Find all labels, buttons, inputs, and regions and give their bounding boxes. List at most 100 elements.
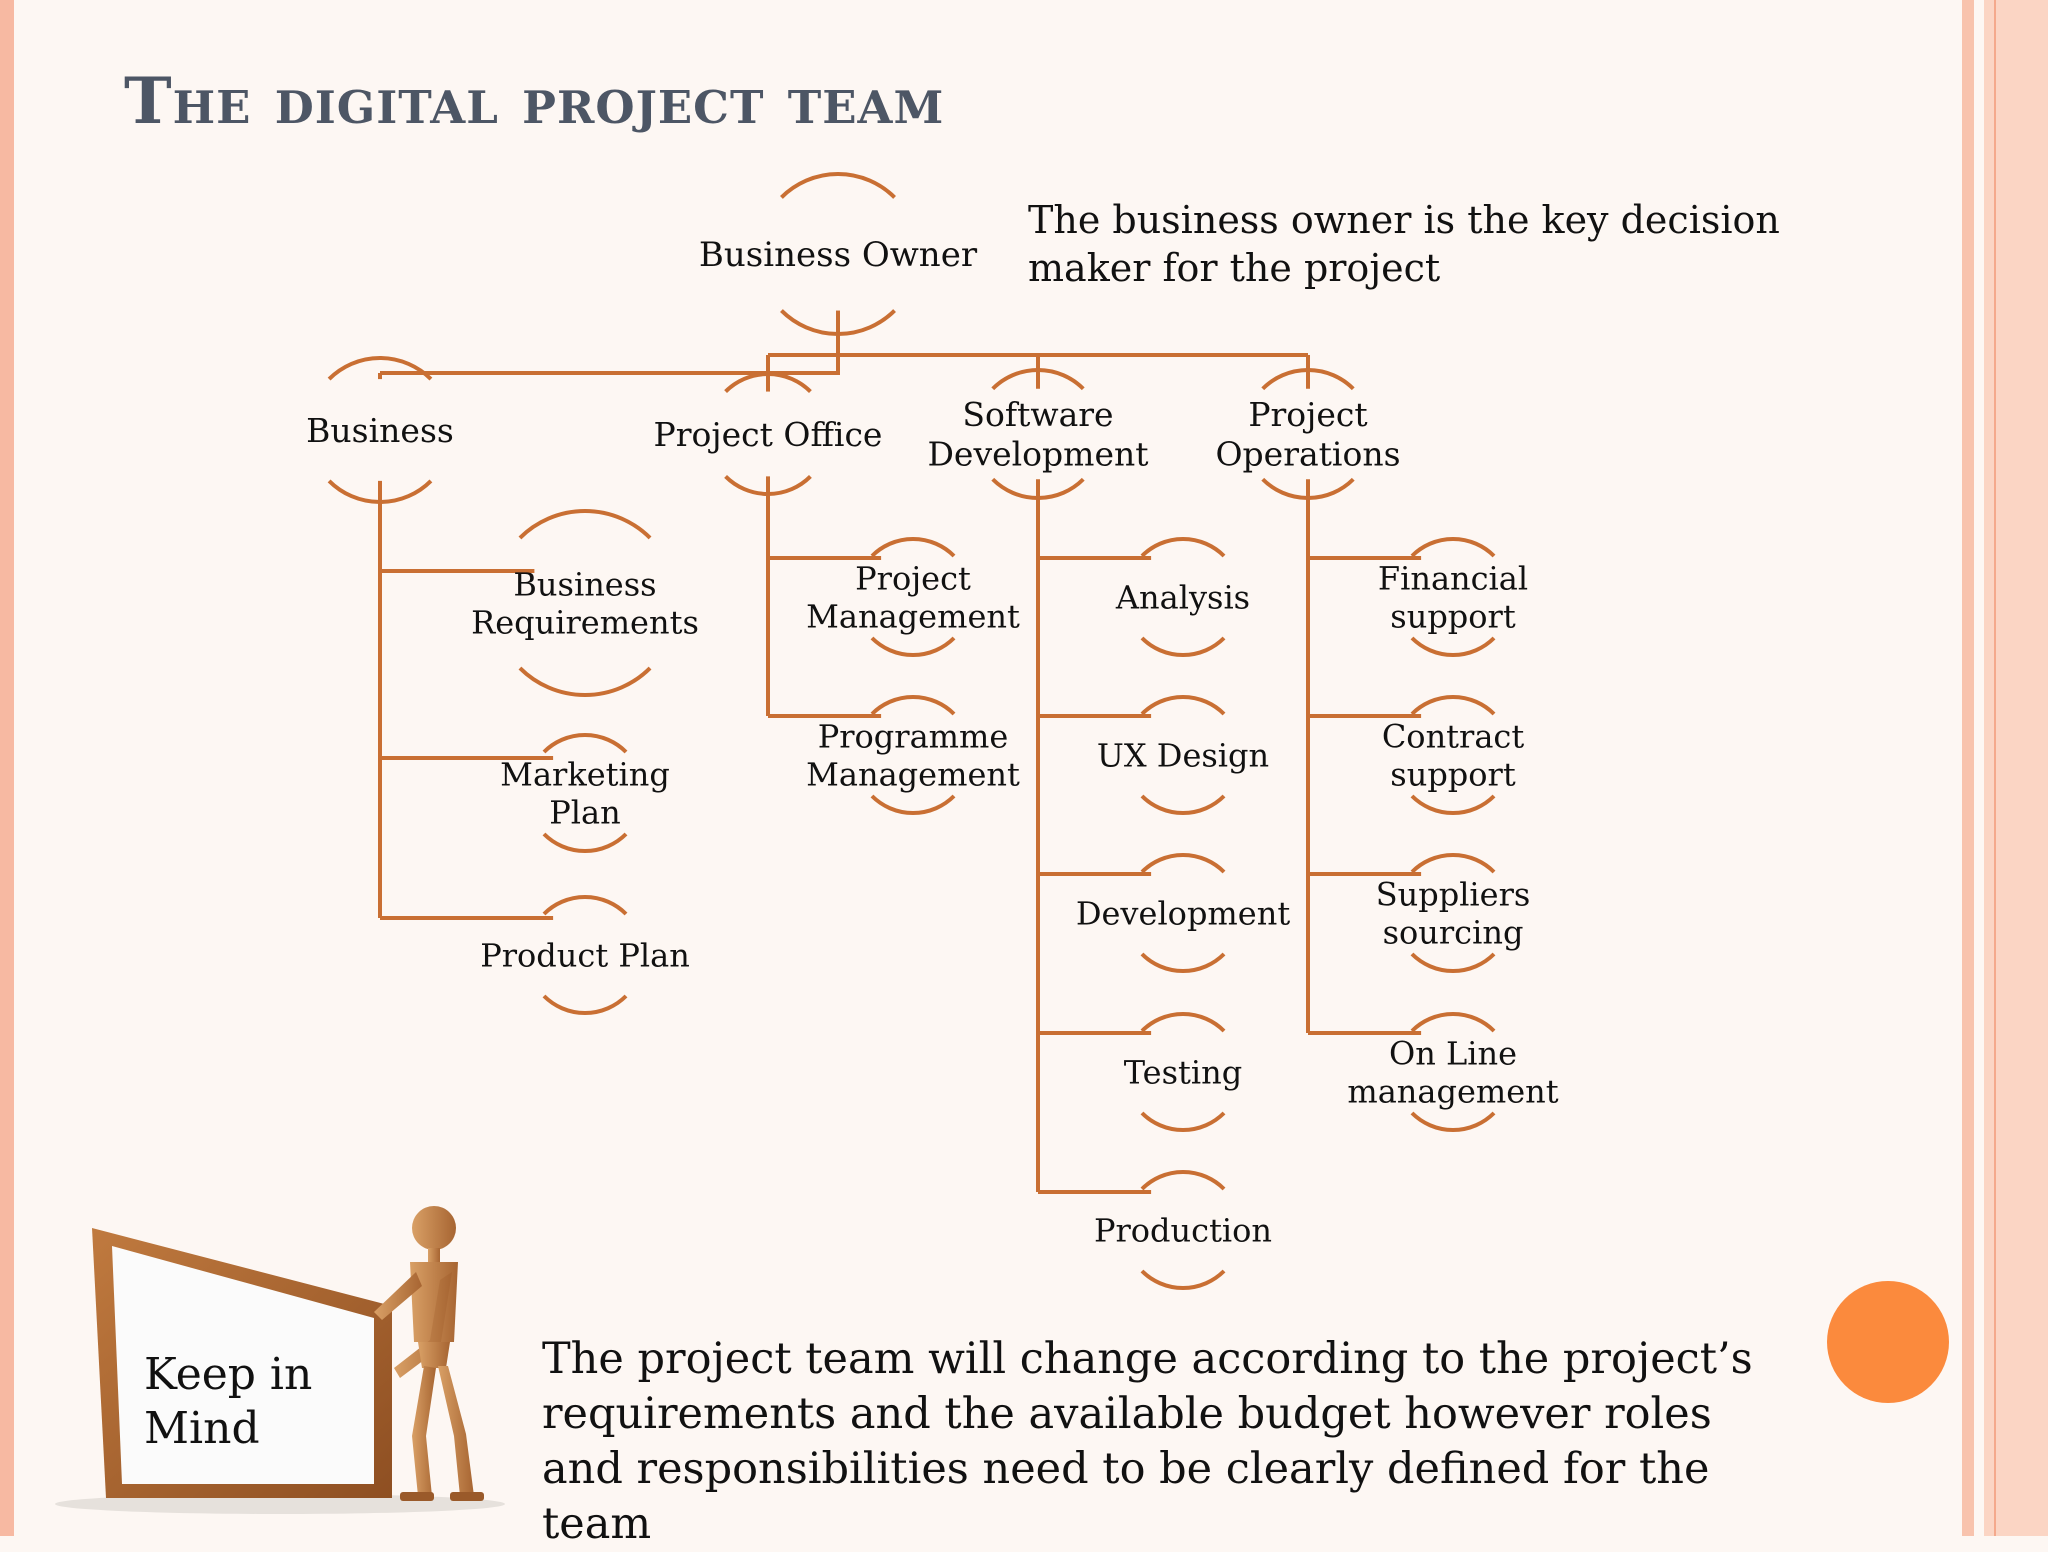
node-label: Financial: [1378, 559, 1528, 597]
node-arc-bottom: [1261, 477, 1355, 500]
node-label: support: [1390, 598, 1516, 636]
node-arc-top: [780, 172, 896, 199]
node-arc-bottom: [870, 636, 956, 657]
node-arc-top: [1140, 1012, 1226, 1033]
node-arc-top: [1140, 853, 1226, 874]
node-arc-bottom: [1140, 1269, 1226, 1290]
node-arc-bottom: [1140, 794, 1226, 815]
node-arc-top: [542, 733, 628, 754]
node-label: Project: [855, 559, 971, 597]
node-business: Business: [306, 356, 454, 504]
node-label: Project Office: [654, 415, 883, 454]
node-label: Development: [927, 435, 1148, 474]
node-label: On Line: [1389, 1034, 1517, 1072]
node-label: Analysis: [1115, 579, 1250, 617]
node-arc-bottom: [1140, 952, 1226, 973]
node-arc-top: [870, 537, 956, 558]
node-arc-bottom: [518, 666, 652, 697]
node-arc-top: [1410, 1012, 1496, 1033]
right-border-stripe: [1962, 0, 1974, 1536]
keep-note-text: Keep in Mind: [144, 1349, 313, 1454]
node-testing: Testing: [1124, 1012, 1242, 1132]
slide-title: The digital project team: [124, 64, 945, 139]
node-label: Operations: [1215, 435, 1400, 474]
node-production: Production: [1094, 1170, 1272, 1290]
node-arc-top: [1410, 853, 1496, 874]
node-arc-top: [1140, 695, 1226, 716]
node-label: sourcing: [1383, 914, 1524, 952]
node-product-plan: Product Plan: [480, 895, 690, 1015]
node-label: management: [1347, 1073, 1558, 1111]
node-label: Programme: [818, 717, 1009, 755]
node-label: Software: [962, 395, 1113, 434]
node-arc-bottom: [724, 475, 812, 496]
node-label: Development: [1076, 895, 1290, 933]
node-label: Management: [806, 598, 1020, 636]
right-border-line: [1994, 0, 1996, 1536]
node-label: Contract: [1382, 717, 1525, 755]
node-label: Marketing: [500, 755, 670, 793]
node-arc-bottom: [1140, 636, 1226, 657]
node-arc-top: [327, 356, 433, 381]
node-arc-bottom: [1410, 1111, 1496, 1132]
node-arc-bottom: [1410, 952, 1496, 973]
node-arc-top: [1140, 1170, 1226, 1191]
node-arc-top: [724, 372, 812, 393]
node-arc-top: [1410, 695, 1496, 716]
node-arc-top: [1140, 537, 1226, 558]
connector-bus-lower: [380, 355, 840, 375]
node-arc-bottom: [870, 794, 956, 815]
node-arc-top: [870, 695, 956, 716]
node-label: Business: [513, 565, 656, 603]
whiteboard-mannequin-illustration: [55, 1206, 505, 1514]
node-label: support: [1390, 756, 1516, 794]
node-arc-bottom: [327, 479, 433, 504]
node-arc-bottom: [1410, 636, 1496, 657]
node-arc-bottom: [542, 994, 628, 1015]
node-label: UX Design: [1097, 737, 1269, 775]
node-label: Project: [1248, 395, 1367, 434]
node-label: Product Plan: [480, 937, 690, 975]
connector-lines: [378, 310, 1422, 1194]
node-arc-bottom: [991, 477, 1085, 500]
node-label: Requirements: [471, 604, 699, 642]
node-arc-bottom: [1140, 1111, 1226, 1132]
node-label: Management: [806, 756, 1020, 794]
node-arc-top: [1261, 368, 1355, 391]
node-arc-bottom: [542, 832, 628, 853]
orange-circle-decoration: [1827, 1281, 1949, 1403]
footer-text: The project team will change according t…: [542, 1334, 1753, 1549]
node-ux-design: UX Design: [1097, 695, 1269, 815]
node-arc-top: [991, 368, 1085, 391]
node-arc-bottom: [780, 309, 896, 336]
keep-in-mind-note: Keep in Mind: [144, 1348, 334, 1456]
node-label: Plan: [549, 794, 620, 832]
node-project-office: Project Office: [654, 372, 883, 496]
node-arc-bottom: [1410, 794, 1496, 815]
node-label: Business: [306, 411, 454, 450]
node-label: Business Owner: [699, 235, 978, 275]
chart-nodes: Business OwnerBusinessBusinessRequiremen…: [306, 172, 1559, 1290]
left-border-stripe: [0, 0, 14, 1536]
node-arc-top: [1410, 537, 1496, 558]
node-label: Testing: [1124, 1054, 1242, 1092]
node-arc-top: [542, 895, 628, 916]
node-label: Production: [1094, 1212, 1272, 1250]
node-development: Development: [1076, 853, 1290, 973]
owner-note: The business owner is the key decision m…: [1028, 198, 1780, 290]
node-arc-top: [518, 509, 652, 540]
node-business-owner: Business Owner: [699, 172, 978, 336]
node-analysis: Analysis: [1115, 537, 1250, 657]
